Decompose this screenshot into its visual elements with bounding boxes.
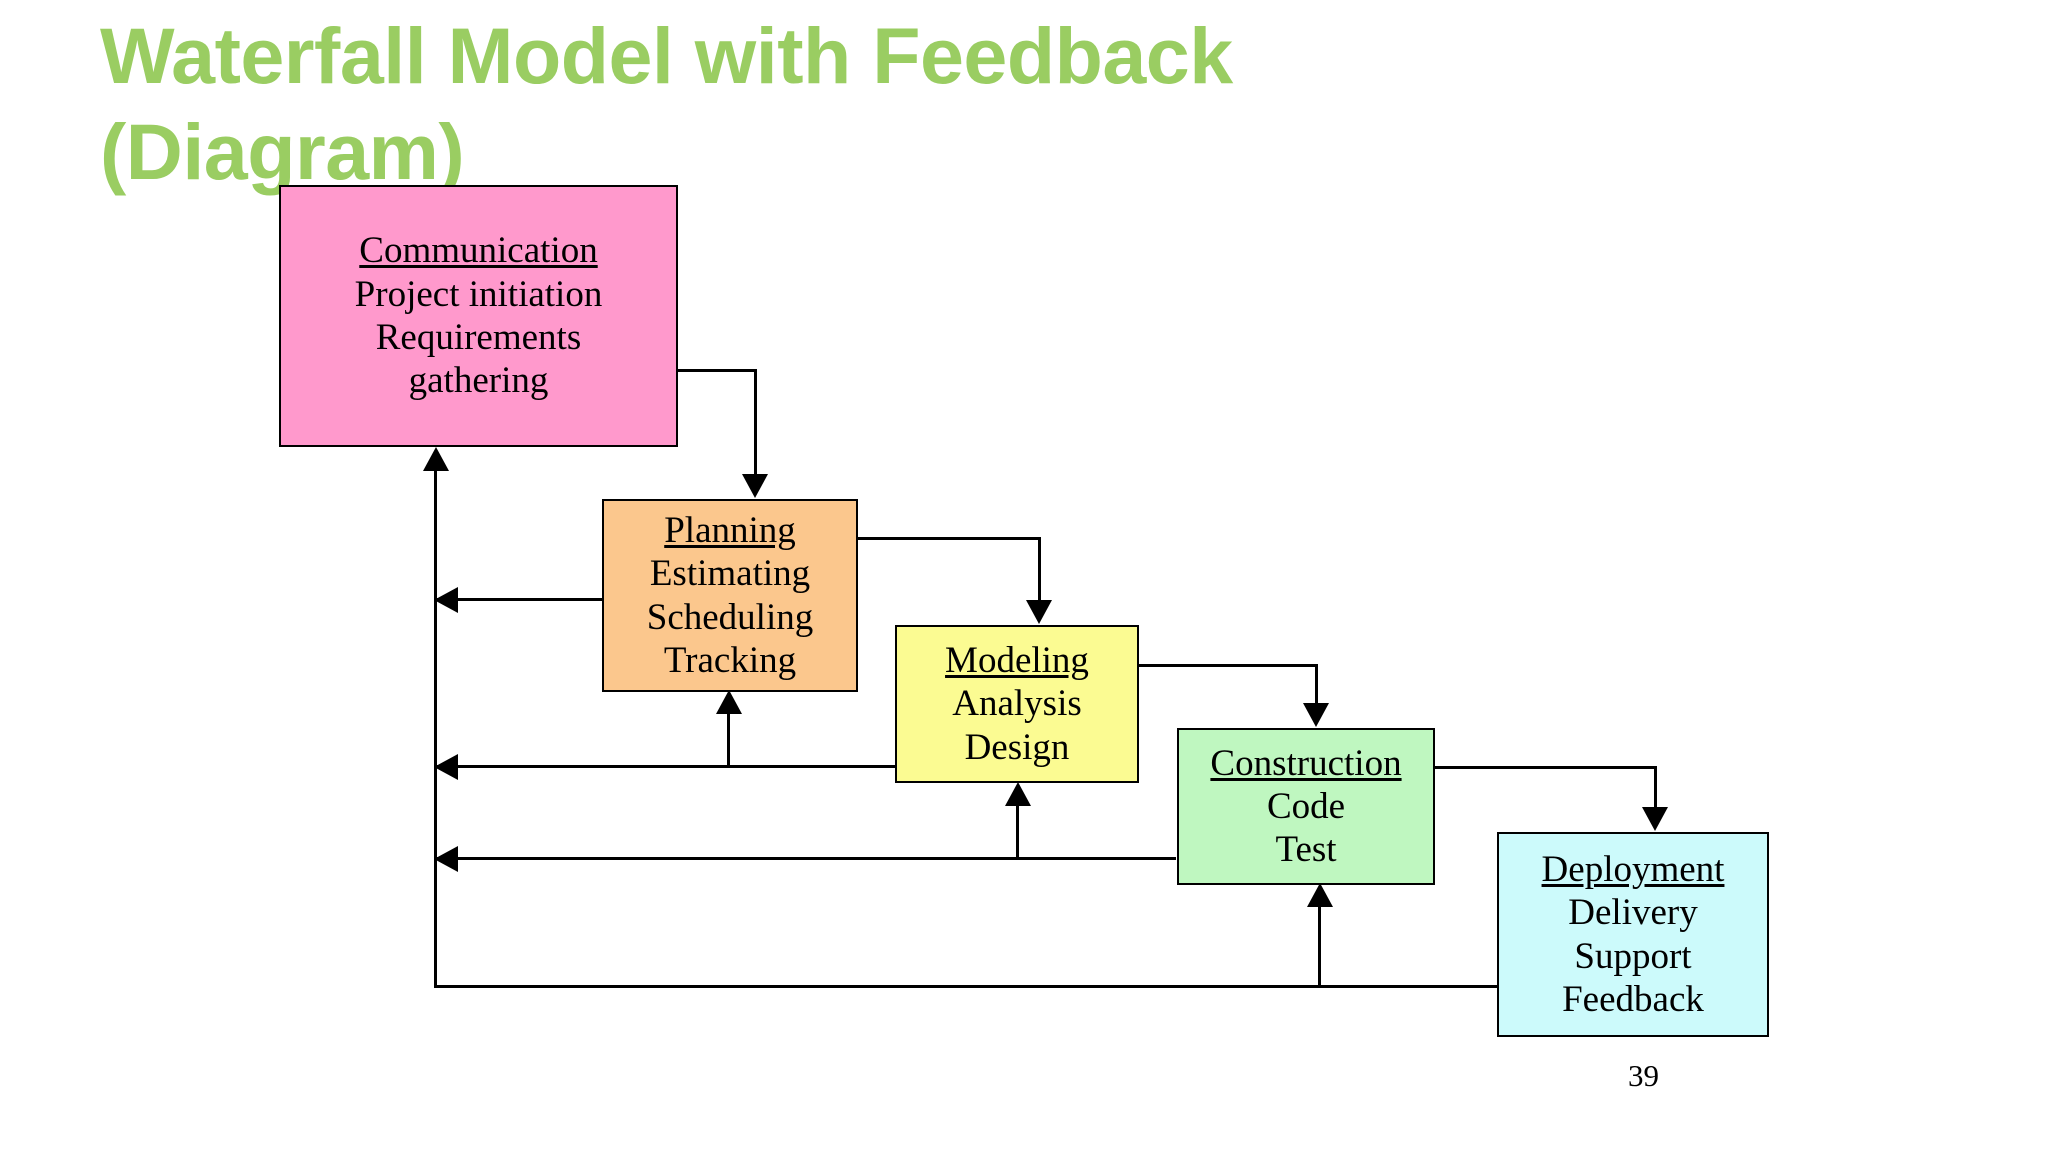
phase-line-planning-1: Estimating [649, 553, 811, 595]
phase-line-communication-3: gathering [408, 360, 549, 402]
feedback-construction-arrowhead [434, 846, 458, 872]
flow-construction-to-deployment-arrowhead [1642, 807, 1668, 831]
flow-construction-to-deployment-segment-vertical [1654, 766, 1657, 810]
phase-line-planning-2: Scheduling [646, 596, 814, 638]
flow-modeling-to-construction-arrowhead [1303, 703, 1329, 727]
phase-line-communication-2: Requirements [375, 317, 582, 358]
phase-heading-construction: Construction [1210, 742, 1402, 784]
feedback-planning-to-spine [436, 598, 603, 601]
feedback-modeling-to-planning-segment [727, 712, 730, 768]
phase-line-deployment-1: Delivery [1568, 892, 1698, 934]
page-title: Waterfall Model with Feedback (Diagram) [100, 11, 1233, 197]
phase-heading-modeling: Modeling [945, 640, 1089, 682]
feedback-modeling-to-spine [436, 765, 1078, 768]
flow-construction-to-deployment-segment-horizontal [1433, 766, 1657, 769]
feedback-spine-vertical [434, 470, 437, 988]
feedback-construction-to-modeling-segment [1016, 804, 1019, 860]
feedback-deployment-to-spine [436, 985, 1498, 988]
phase-line-modeling-1: Analysis [952, 683, 1082, 725]
feedback-deployment-to-construction-arrowhead [1307, 883, 1333, 907]
feedback-modeling-to-planning-arrowhead [716, 690, 742, 714]
flow-planning-to-modeling-arrowhead [1026, 600, 1052, 624]
feedback-construction-to-spine [436, 857, 1176, 860]
phase-line-deployment-2: Support [1574, 935, 1692, 977]
phase-box-deployment[interactable]: Deployment Delivery Support Feedback [1497, 832, 1769, 1037]
phase-box-communication[interactable]: Communication Project initiation Require… [279, 185, 678, 447]
phase-box-construction[interactable]: Construction Code Test [1177, 728, 1435, 885]
phase-box-planning[interactable]: Planning Estimating Scheduling Tracking [602, 499, 858, 692]
flow-planning-to-modeling-segment-vertical [1038, 537, 1041, 603]
flow-modeling-to-construction-segment-horizontal [1137, 664, 1318, 667]
flow-communication-to-planning-segment-horizontal [676, 369, 757, 372]
phase-line-planning-3: Tracking [663, 639, 797, 681]
phase-heading-deployment: Deployment [1541, 848, 1725, 890]
phase-line-construction-2: Test [1275, 829, 1337, 871]
flow-modeling-to-construction-segment-vertical [1315, 664, 1318, 706]
phase-box-modeling[interactable]: Modeling Analysis Design [895, 625, 1139, 783]
flow-communication-to-planning-arrowhead [742, 474, 768, 498]
phase-line-construction-1: Code [1266, 785, 1346, 827]
feedback-deployment-to-construction-segment [1318, 905, 1321, 987]
feedback-to-communication-arrowhead [423, 447, 449, 471]
phase-line-deployment-3: Feedback [1562, 978, 1704, 1020]
phase-line-communication-1: Project initiation [354, 273, 603, 315]
feedback-planning-arrowhead [434, 587, 458, 613]
phase-heading-communication: Communication [359, 230, 598, 272]
feedback-modeling-arrowhead [434, 754, 458, 780]
phase-line-modeling-2: Design [964, 726, 1070, 768]
flow-communication-to-planning-segment-vertical [754, 369, 757, 477]
phase-heading-planning: Planning [664, 509, 796, 551]
flow-planning-to-modeling-segment-horizontal [855, 537, 1041, 540]
feedback-construction-to-modeling-arrowhead [1005, 782, 1031, 806]
page-number: 39 [1628, 1058, 1659, 1093]
